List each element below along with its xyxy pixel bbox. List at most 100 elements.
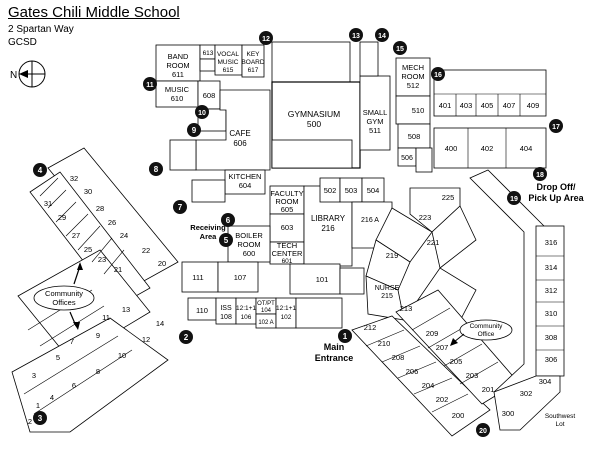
kitchen-number: 604 — [239, 181, 252, 190]
band-room-line1: BAND — [168, 52, 189, 61]
room-2: 2 — [28, 417, 32, 426]
mech-room-line2: ROOM — [401, 72, 424, 81]
room-206: 206 — [406, 367, 419, 376]
receiving-line1: Receiving — [190, 223, 226, 232]
band-room-line2: ROOM — [166, 61, 189, 70]
marker-9: 9 — [187, 123, 201, 137]
community-office-line2: Office — [478, 331, 495, 338]
marker-7: 7 — [173, 200, 187, 214]
drop-off-line2: Pick Up Area — [528, 193, 584, 203]
south-block-labels: 111 107 110 ISS 108 12:1+1 106 OT/PT 104… — [192, 273, 296, 326]
room-506: 506 — [401, 155, 413, 162]
room-204: 204 — [422, 381, 435, 390]
marker-circle-icon — [33, 411, 47, 425]
area-labels: Main Entrance Drop Off/ Pick Up Area Rec… — [190, 182, 584, 363]
room-6: 6 — [72, 381, 76, 390]
marker-circle-icon — [143, 77, 157, 91]
mech-room-line1: MECH — [402, 63, 424, 72]
marker-17: 17 — [549, 119, 563, 133]
community-office-callout: Community Office — [450, 319, 513, 346]
room-314: 314 — [545, 263, 558, 272]
marker-label: 6 — [226, 216, 231, 225]
room-402: 402 — [481, 144, 494, 153]
room-24: 24 — [120, 231, 128, 240]
small-gym-line1: SMALL — [363, 108, 388, 117]
marker-circle-icon — [195, 105, 209, 119]
room-210: 210 — [378, 339, 391, 348]
marker-label: 7 — [178, 203, 183, 212]
marker-10: 10 — [195, 105, 209, 119]
wing-300 — [469, 169, 565, 431]
marker-label: 20 — [479, 428, 487, 435]
marker-circle-icon — [549, 119, 563, 133]
vocal-line1: VOCAL — [217, 51, 239, 58]
room-203: 203 — [466, 371, 479, 380]
boiler-line1: BOILER — [235, 231, 263, 240]
room-310: 310 — [545, 309, 558, 318]
marker-8: 8 — [149, 162, 163, 176]
marker-label: 5 — [224, 236, 229, 245]
marker-circle-icon — [33, 163, 47, 177]
marker-5: 5 — [219, 233, 233, 247]
library-number: 216 — [321, 224, 335, 233]
room-504: 504 — [367, 186, 380, 195]
west-wing-room-numbers: 32 31 30 29 28 27 26 24 25 23 22 21 20 1… — [28, 174, 166, 426]
iss-number: 108 — [220, 314, 232, 321]
boiler-number: 600 — [243, 249, 256, 258]
mech-room-number: 512 — [407, 81, 420, 90]
cafe-line1: CAFE — [229, 129, 250, 138]
marker-circle-icon — [338, 329, 352, 343]
room-20: 20 — [158, 259, 166, 268]
west-wing — [11, 147, 179, 433]
room-225: 225 — [442, 193, 455, 202]
room-409: 409 — [527, 101, 540, 110]
room-510: 510 — [412, 106, 425, 115]
boiler-line2: ROOM — [237, 240, 260, 249]
marker-circle-icon — [259, 31, 273, 45]
wing-200 — [351, 187, 519, 437]
community-offices-line2: Offices — [52, 298, 75, 307]
room-25: 25 — [84, 245, 92, 254]
marker-label: 17 — [552, 124, 560, 131]
marker-label: 15 — [396, 46, 404, 53]
music-room-number: 610 — [171, 94, 184, 103]
marker-circle-icon — [393, 41, 407, 55]
small-gym-line2: GYM — [366, 117, 383, 126]
marker-label: 14 — [378, 33, 386, 40]
room-202: 202 — [436, 395, 449, 404]
room-1: 1 — [36, 401, 40, 410]
marker-label: 1 — [343, 332, 348, 341]
gym-number: 500 — [307, 119, 321, 129]
marker-6: 6 — [221, 213, 235, 227]
marker-label: 13 — [352, 33, 360, 40]
iss-line1: ISS — [220, 305, 232, 312]
room-7: 7 — [70, 337, 74, 346]
room-400: 400 — [445, 144, 458, 153]
marker-11: 11 — [143, 77, 157, 91]
gym-block — [271, 41, 433, 173]
room-106-line1: 12:1+1 — [236, 305, 256, 312]
southwest-lot-label: Southwest Lot — [545, 413, 576, 428]
keyboard-number: 617 — [248, 67, 259, 74]
room-212: 212 — [364, 323, 377, 332]
band-room-number: 611 — [172, 70, 184, 79]
room-403: 403 — [460, 101, 473, 110]
room-213: 213 — [400, 304, 413, 313]
room-8: 8 — [96, 367, 100, 376]
nurse-line1: NURSE — [375, 285, 400, 292]
room-221: 221 — [427, 238, 440, 247]
marker-16: 16 — [431, 67, 445, 81]
tech-line2: CENTER — [272, 249, 303, 258]
room-401: 401 — [439, 101, 452, 110]
music-room-line1: MUSIC — [165, 85, 190, 94]
library-line1: LIBRARY — [311, 214, 346, 223]
room-200: 200 — [452, 411, 465, 420]
room-207: 207 — [436, 343, 449, 352]
marker-circle-icon — [533, 167, 547, 181]
marker-circle-icon — [173, 200, 187, 214]
room-502: 502 — [324, 186, 337, 195]
room-23: 23 — [98, 255, 106, 264]
room-608: 608 — [203, 91, 216, 100]
